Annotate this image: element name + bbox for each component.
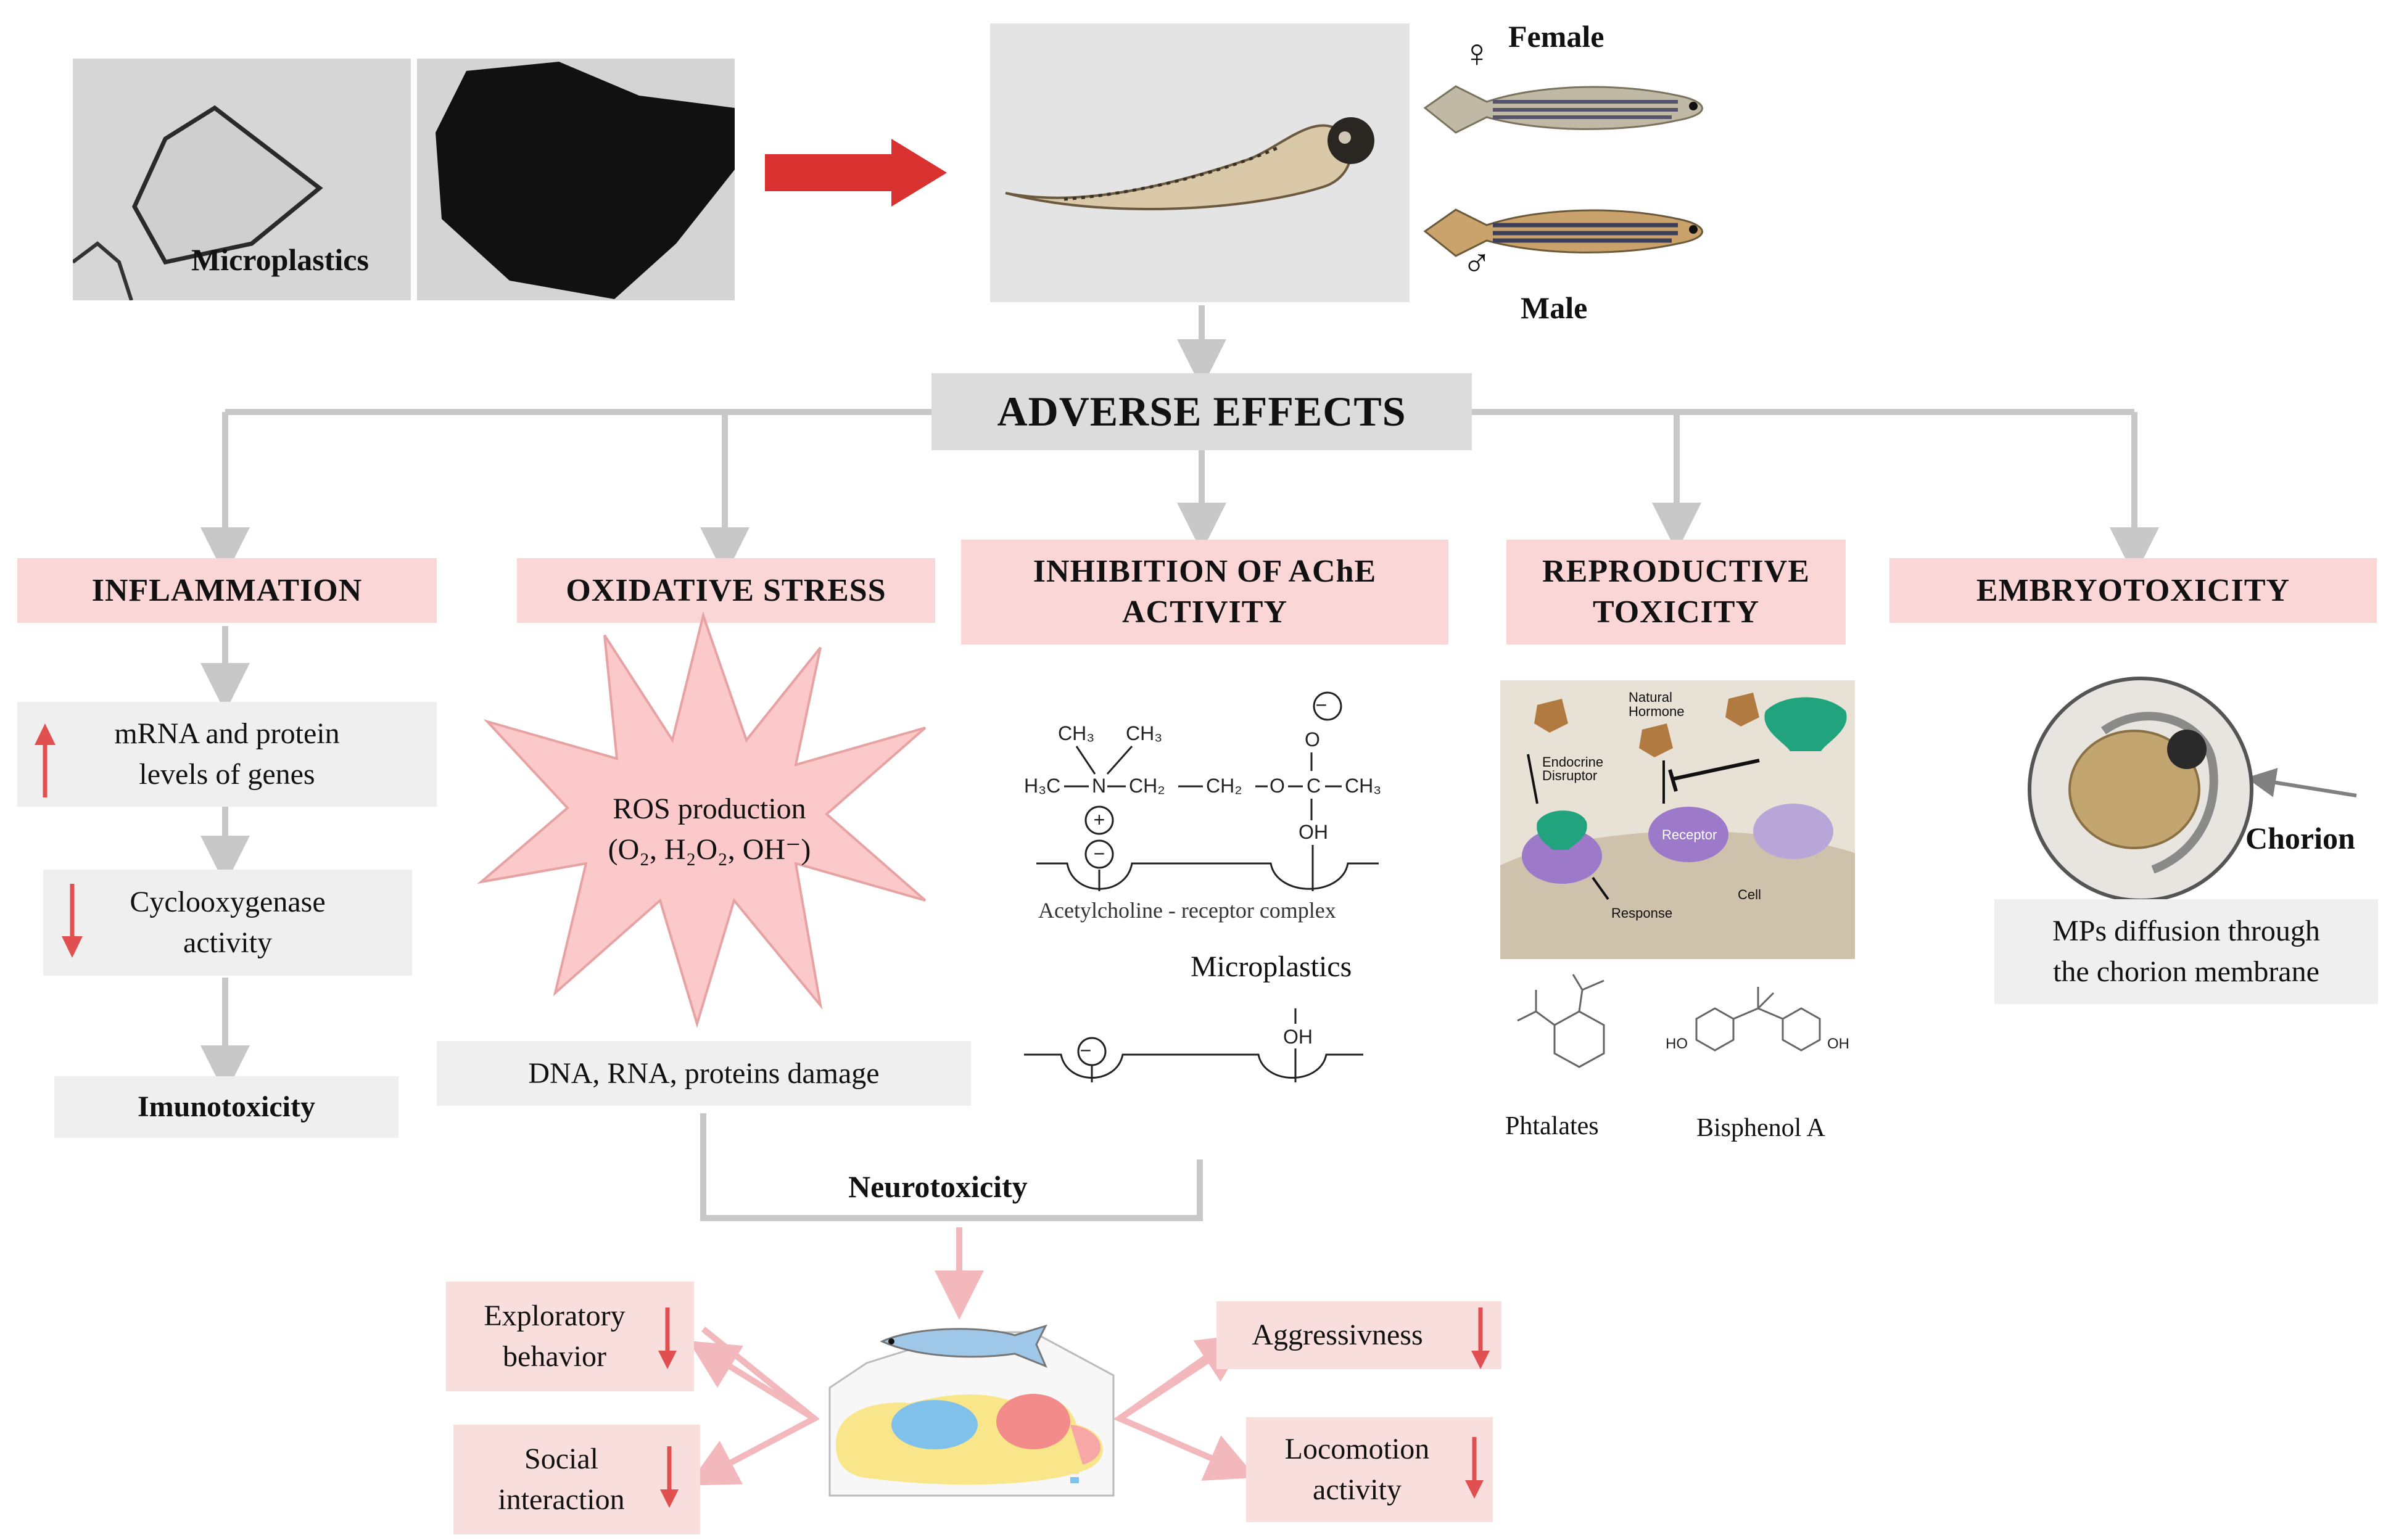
receptor-label: Receptor [1662, 827, 1717, 842]
diffusion-line2: the chorion membrane [2053, 955, 2319, 988]
social-line2: interaction [498, 1483, 625, 1516]
female-symbol-icon: ♀ [1462, 31, 1492, 75]
bpa-oh: OH [1827, 1036, 1849, 1052]
response-label: Response [1611, 905, 1672, 921]
locomotion-decrease-arrow-icon [1465, 1437, 1484, 1499]
embryo-chorion-image [2028, 677, 2253, 902]
receptor-with-microplastic-diagram: − OH [1024, 1008, 1363, 1082]
chem-ch3-a: CH₃ [1058, 722, 1094, 744]
reproductive-toxicity-header: REPRODUCTIVE TOXICITY [1506, 540, 1846, 644]
chem-c: C [1307, 775, 1321, 797]
chem-h3c: H₃C [1024, 775, 1060, 797]
immunotoxicity-box: Imunotoxicity [54, 1076, 398, 1138]
ache-microplastics-label: Microplastics [1191, 950, 1352, 983]
ros-line1: ROS production [613, 793, 806, 825]
chem-o-top: O [1305, 728, 1320, 751]
male-label: Male [1521, 290, 1588, 325]
male-zebrafish-icon [1423, 208, 1703, 257]
ros-production-text: ROS production (O₂, H₂O₂, OH⁻) [555, 783, 864, 876]
locomotion-line2: activity [1313, 1473, 1402, 1506]
female-label: Female [1508, 19, 1604, 54]
microplastics-label: Microplastics [191, 242, 369, 277]
bpa-ho: HO [1666, 1036, 1688, 1052]
zebrafish-brain-figure [828, 1324, 1115, 1497]
zebrafish-larva-photo [990, 23, 1410, 302]
larva-shape [990, 23, 1410, 302]
ache-inhibition-header: INHIBITION OF AChE ACTIVITY [961, 540, 1448, 644]
exploratory-behavior-box: Exploratory behavior [446, 1282, 694, 1391]
red-arrow-icon [765, 139, 947, 207]
exploratory-line2: behavior [503, 1340, 606, 1373]
chorion-label: Chorion [2245, 821, 2355, 855]
chem-oh-2: OH [1283, 1026, 1313, 1048]
mrna-protein-box: mRNA and protein levels of genes [17, 702, 437, 807]
chem-minus-3: − [1080, 1039, 1092, 1061]
chem-n: N [1092, 775, 1106, 797]
locomotion-activity-box: Locomotion activity [1246, 1417, 1493, 1522]
exploratory-line1: Exploratory [484, 1299, 626, 1332]
social-decrease-arrow-icon [660, 1446, 679, 1508]
chem-ch3-b: CH₃ [1126, 722, 1162, 744]
repro-header-line2: TOXICITY [1592, 595, 1759, 630]
bisphenol-label: Bisphenol A [1696, 1114, 1825, 1142]
microplastic-fragment-shape [73, 59, 411, 300]
dna-damage-box: DNA, RNA, proteins damage [437, 1041, 971, 1106]
bisphenol-structure-icon: HO OH [1666, 987, 1849, 1052]
chem-plus: + [1094, 809, 1105, 831]
chem-minus-1: − [1316, 694, 1328, 716]
mrna-line2: levels of genes [139, 758, 315, 791]
cox-line1: Cyclooxygenase [130, 886, 326, 918]
chem-ch2-2: CH₂ [1206, 775, 1242, 797]
endocrine-line2: Disruptor [1542, 768, 1597, 783]
aggressiveness-decrease-arrow-icon [1471, 1307, 1490, 1369]
chem-minus-2: − [1094, 842, 1105, 865]
cell-label: Cell [1738, 887, 1761, 902]
chem-o: O [1270, 775, 1285, 797]
natural-hormone-line1: Natural [1629, 690, 1672, 705]
locomotion-line1: Locomotion [1284, 1433, 1430, 1465]
ros-burst-shape [477, 611, 927, 1028]
mrna-line1: mRNA and protein [114, 717, 340, 750]
aggressiveness-box: Aggressivness [1216, 1301, 1501, 1369]
neurotoxicity-label: Neurotoxicity [848, 1169, 1028, 1204]
microplastic-photo-2 [417, 59, 735, 300]
chem-ch2-1: CH₂ [1129, 775, 1165, 797]
cyclooxygenase-box: Cyclooxygenase activity [43, 870, 412, 976]
mps-diffusion-box: MPs diffusion through the chorion membra… [1994, 899, 2378, 1004]
ache-header-line2: ACTIVITY [1121, 595, 1288, 630]
microplastic-dark-fragment [417, 59, 735, 300]
chem-oh: OH [1299, 821, 1328, 843]
social-interaction-box: Social interaction [453, 1425, 700, 1534]
acetylcholine-receptor-diagram: CH₃ CH₃ H₃C N CH₂ CH₂ O C CH₃ O OH − + − [1024, 691, 1381, 891]
female-zebrafish-icon [1423, 85, 1703, 134]
exploratory-decrease-arrow-icon [658, 1307, 677, 1369]
decrease-arrow-icon [62, 884, 83, 958]
microplastic-photo-1 [73, 59, 411, 300]
chem-ch3-c: CH₃ [1345, 775, 1381, 797]
endocrine-disruption-figure: Natural Hormone Endocrine Disruptor Rece… [1500, 680, 1855, 959]
endocrine-line1: Endocrine [1542, 754, 1603, 770]
repro-header-line1: REPRODUCTIVE [1542, 554, 1810, 589]
endocrine-figure-art: Natural Hormone Endocrine Disruptor Rece… [1500, 690, 1855, 959]
phthalates-label: Phtalates [1505, 1112, 1599, 1140]
male-symbol-icon: ♂ [1462, 241, 1492, 285]
adverse-effects-title: ADVERSE EFFECTS [997, 388, 1406, 435]
natural-hormone-line2: Hormone [1629, 704, 1684, 719]
social-line1: Social [524, 1443, 598, 1475]
cox-line2: activity [183, 926, 272, 959]
oxidative-stress-header: OXIDATIVE STRESS [517, 558, 935, 623]
ache-header-line1: INHIBITION OF AChE [1033, 554, 1377, 589]
diffusion-line1: MPs diffusion through [2052, 915, 2320, 947]
ros-line2: (O₂, H₂O₂, OH⁻) [608, 833, 811, 866]
increase-arrow-icon [35, 723, 56, 797]
embryotoxicity-header: EMBRYOTOXICITY [1889, 558, 2377, 623]
adverse-effects-header: ADVERSE EFFECTS [931, 373, 1472, 450]
inflammation-header: INFLAMMATION [17, 558, 437, 623]
phthalate-structure-icon [1517, 974, 1605, 1068]
acetylcholine-caption: Acetylcholine - receptor complex [1038, 898, 1336, 923]
